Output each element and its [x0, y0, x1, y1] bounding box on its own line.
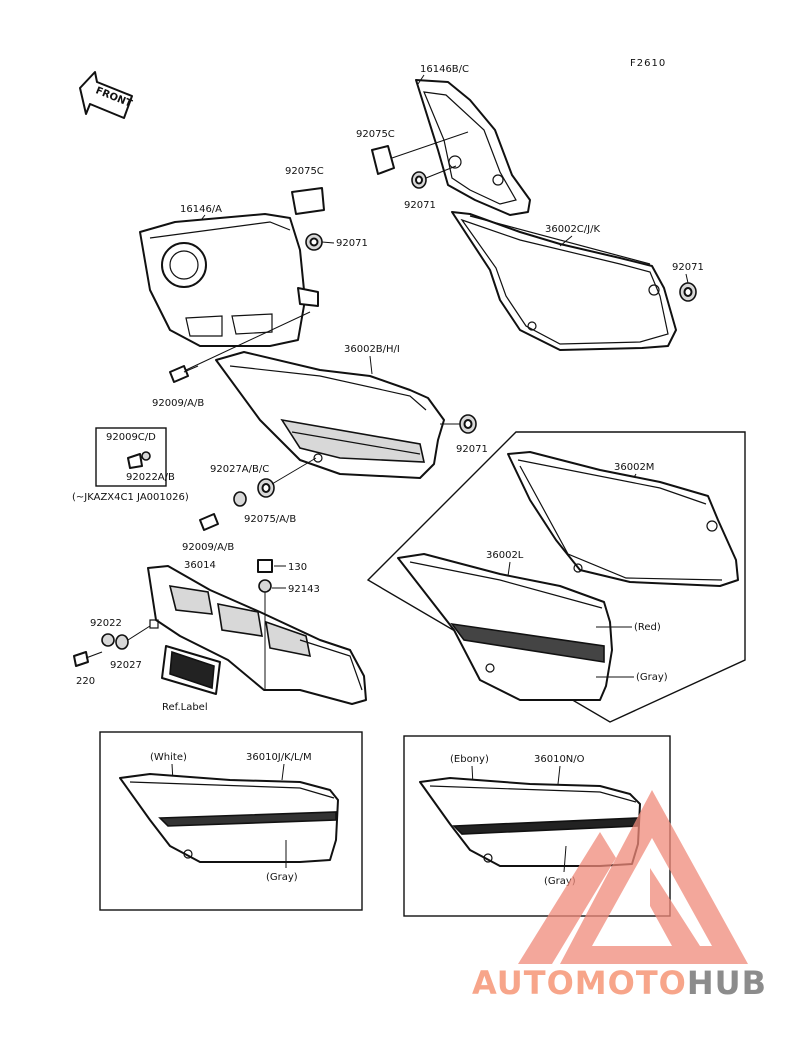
label-92071-left: 92071 [336, 238, 368, 249]
damper-92075c-left [291, 187, 325, 215]
grommet-92071-top [411, 171, 427, 189]
label-92075ab: 92075/A/B [244, 514, 296, 525]
watermark-triangle-icon [560, 790, 748, 964]
side-cover-36010no [419, 777, 641, 867]
variant-box-36010jklm [99, 731, 363, 911]
damper-92075ab [257, 478, 275, 498]
label-white: (White) [150, 752, 187, 763]
label-ref-label: Ref.Label [162, 702, 208, 713]
label-92027: 92027 [110, 660, 142, 671]
bolt-220 [73, 651, 103, 667]
label-36010jklm: 36010J/K/L/M [246, 752, 312, 763]
screw-92009cd [127, 453, 143, 469]
screw-92009ab-1 [169, 365, 199, 383]
label-92022: 92022 [90, 618, 122, 629]
label-red: (Red) [634, 622, 661, 633]
label-gray-3: (Gray) [544, 876, 576, 887]
label-36002l: 36002L [486, 550, 524, 561]
watermark-brand-part1: AUTOMOTO [472, 964, 687, 1002]
label-36014: 36014 [184, 560, 216, 571]
ref-label-plate [161, 645, 221, 695]
side-cover-36002l [397, 553, 613, 701]
label-36002cjk: 36002C/J/K [545, 224, 600, 235]
label-92027abc: 92027A/B/C [210, 464, 269, 475]
watermark-logo [518, 790, 748, 964]
tail-cover-36014 [147, 565, 367, 705]
label-16146bc: 16146B/C [420, 64, 469, 75]
cover-bracket-right [415, 79, 531, 216]
label-gray-1: (Gray) [636, 672, 668, 683]
side-cover-36002cjk [451, 211, 677, 351]
cover-16146a [139, 213, 319, 347]
label-92071-top: 92071 [404, 200, 436, 211]
detail-box-92009cd [95, 427, 167, 487]
label-92009ab-1: 92009/A/B [152, 398, 204, 409]
label-36010no: 36010N/O [534, 754, 585, 765]
washer-92022ab [141, 451, 151, 461]
side-cover-36002bhi [215, 351, 445, 479]
label-130: 130 [288, 562, 307, 573]
label-ebony: (Ebony) [450, 754, 489, 765]
label-16146a: 16146/A [180, 204, 222, 215]
watermark-brand-part2: HUB [687, 964, 767, 1002]
bolt-130 [257, 559, 273, 573]
label-92022ab: 92022A/B [126, 472, 175, 483]
label-92071-mid: 92071 [456, 444, 488, 455]
label-36002bhi: 36002B/H/I [344, 344, 400, 355]
label-220: 220 [76, 676, 95, 687]
grommet-92071-mid [459, 414, 477, 434]
label-92143: 92143 [288, 584, 320, 595]
watermark-brand: AUTOMOTOHUB [472, 964, 767, 1002]
serial-note: (~JKAZX4C1 JA001026) [72, 492, 189, 503]
collar-92143 [258, 579, 272, 593]
label-92075c-top: 92075C [356, 129, 395, 140]
collar-92027 [115, 634, 129, 650]
screw-92009ab-2 [199, 513, 219, 531]
label-36002m: 36002M [614, 462, 654, 473]
side-cover-36002m [507, 451, 739, 587]
collar-92027abc [233, 491, 247, 507]
label-92071-right: 92071 [672, 262, 704, 273]
washer-92022 [101, 633, 115, 647]
grommet-92071-left [305, 233, 323, 251]
label-92009cd: 92009C/D [106, 432, 156, 443]
grommet-92071-right [679, 282, 697, 302]
optional-parts-frame [366, 431, 746, 723]
side-cover-36010jklm [119, 773, 339, 863]
front-arrow-icon: FRONT [79, 71, 134, 119]
label-gray-2: (Gray) [266, 872, 298, 883]
label-92009ab-2: 92009/A/B [182, 542, 234, 553]
damper-92075c-top [371, 145, 395, 175]
label-92075c-left: 92075C [285, 166, 324, 177]
figure-code: F2610 [630, 58, 666, 69]
